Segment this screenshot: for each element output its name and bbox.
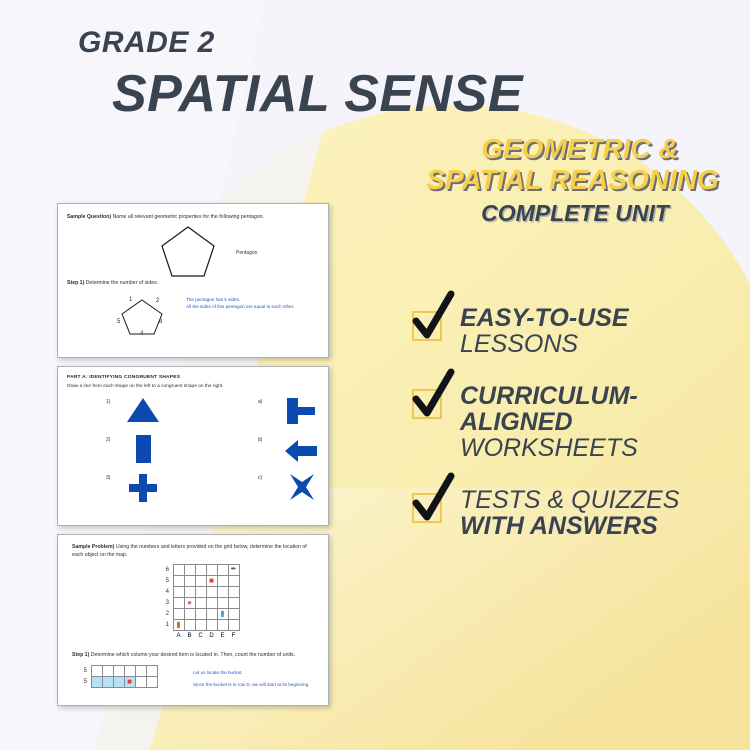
row-label-1: 1 [165,621,169,628]
four-point-star-shape [290,474,314,500]
sheet1-step-text: Determine the number of sides. [85,279,159,286]
row-label-4: 4 [165,588,169,595]
rectangle-shape [136,435,151,463]
table-row: 5 ■ [80,676,158,689]
grade-label: GRADE 2 [78,26,215,59]
sheet3-step-text: Determine which column your desired item… [90,651,296,658]
feature-item-lessons: EASY-TO-USE LESSONS [408,290,748,358]
sheet2-right-label-a: a) [258,399,263,405]
feature-3-line-1: TESTS & QUIZZES [460,486,680,514]
checkmark-icon-1 [412,290,455,339]
sheet3-problem-label: Sample Problem) [72,544,115,550]
sheet2-right-label-c: c) [258,475,263,481]
worksheet-preview-grid-map[interactable]: Sample Problem) Using the numbers and le… [57,534,329,706]
col-label-D: D [209,632,214,639]
feature-list: EASY-TO-USE LESSONS CURRICULUM- ALIGNED … [408,290,748,565]
sheet3-problem: Sample Problem) Using the numbers and le… [72,544,319,560]
sheet1-answer-1: The pentagon has 5 sides. [186,296,241,302]
sheet2-left-label-1: 1) [106,399,111,405]
col-label-C: C [198,632,203,639]
table-row: 5 [80,665,158,678]
subtitle-line-3: COMPLETE UNIT [481,200,669,226]
cell-B3: ● [183,596,196,609]
feature-2-line-1: CURRICULUM- [460,382,638,410]
sheet1-step-label: Step 1) [67,279,85,286]
svg-text:3: 3 [159,319,163,325]
cell-A1: ▮ [172,618,185,631]
page-title: SPATIAL SENSE [112,65,524,123]
cell-E2: ▮ [216,607,229,620]
sheet3-step: Step 1) Determine which column your desi… [72,652,319,660]
table-row: 1 ▮ [162,618,240,631]
col-label-B: B [187,632,192,639]
sheet1-question: Sample Question) Name all relevant geome… [67,214,319,222]
svg-text:1: 1 [129,297,133,303]
mini-row-label-2: 5 [83,679,87,686]
checkbox-box-3 [412,493,442,523]
subtitle-line-1: GEOMETRIC & [481,133,679,164]
worksheet-preview-pentagon[interactable]: Sample Question) Name all relevant geome… [57,203,329,358]
checkmark-icon-3 [412,472,455,521]
table-row: 3 ● [162,596,240,609]
table-row: 5 ■ [162,574,240,587]
checkbox-box-1 [412,311,442,341]
sheet2-left-label-3: 3) [106,475,111,481]
table-row: 6 ✒ [162,563,240,576]
pentagon-shape-large [161,226,215,277]
col-label-A: A [176,632,181,639]
row-label-3: 3 [165,599,169,606]
svg-text:4: 4 [140,331,144,336]
worksheet-preview-congruent[interactable]: PART A: IDENTIFYING CONGRUENT SHAPES Dra… [57,366,329,526]
svg-text:5: 5 [117,319,121,325]
mini-grid: 5 5 ■ [80,665,158,689]
pentagon-label: Pentagon [236,249,258,256]
feature-item-worksheets: CURRICULUM- ALIGNED WORKSHEETS [408,368,748,462]
table-row: 4 [162,585,240,598]
sheet3-problem-text: Using the numbers and letters provided o… [72,544,307,558]
svg-text:2: 2 [156,298,160,304]
row-label-2: 2 [165,610,169,617]
sheet3-answer-1: Let us locate the bucket. [193,670,243,676]
feature-2-line-2: ALIGNED [460,408,573,436]
mini-row-label-1: 5 [83,668,87,675]
col-label-F: F [231,632,236,639]
mini-cell-bucket: ■ [123,676,136,689]
sheet2-part-heading: PART A: IDENTIFYING CONGRUENT SHAPES [67,375,181,380]
left-arrow-shape [285,440,317,462]
row-label-5: 5 [165,577,169,584]
table-row: A B C D E F [162,630,239,641]
cell-F6: ✒ [227,563,240,576]
feature-1-line-1: EASY-TO-USE [460,304,629,332]
pentagon-shape-numbered: 1 2 3 4 5 [117,297,163,336]
tee-block-shape [287,398,315,424]
sheet1-answer-2: All the sides of this pentagon are equal… [186,303,295,309]
row-label-6: 6 [165,566,169,573]
sheet3-step-label: Step 1) [72,651,90,658]
checkbox-box-2 [412,389,442,419]
feature-2-line-3: WORKSHEETS [460,434,638,462]
sheet2-right-label-b: b) [258,437,263,443]
checkmark-icon-2 [412,368,455,417]
subtitle-line-2: SPATIAL REASONING [426,164,719,195]
table-row: 2 ▮ [162,607,240,620]
sheet2-instruction: Draw a line from each shape on the left … [67,384,224,389]
sheet1-question-text: Name all relevant geometric properties f… [112,214,264,220]
cross-shape [129,474,157,502]
feature-1-line-2: LESSONS [460,330,579,358]
sheet2-left-label-2: 2) [106,437,111,443]
map-grid: 6 ✒ 5 ■ 4 3 [162,563,240,642]
cell-D5: ■ [205,574,218,587]
triangle-shape [127,398,159,422]
col-label-E: E [220,632,225,639]
sheet1-question-label: Sample Question) [67,214,112,220]
sheet1-step: Step 1) Determine the number of sides. [67,280,319,288]
feature-item-tests: TESTS & QUIZZES WITH ANSWERS [408,472,748,540]
sheet3-answer-2: Since the bucket is in row D, we will st… [193,681,310,687]
feature-3-line-2: WITH ANSWERS [460,512,658,540]
